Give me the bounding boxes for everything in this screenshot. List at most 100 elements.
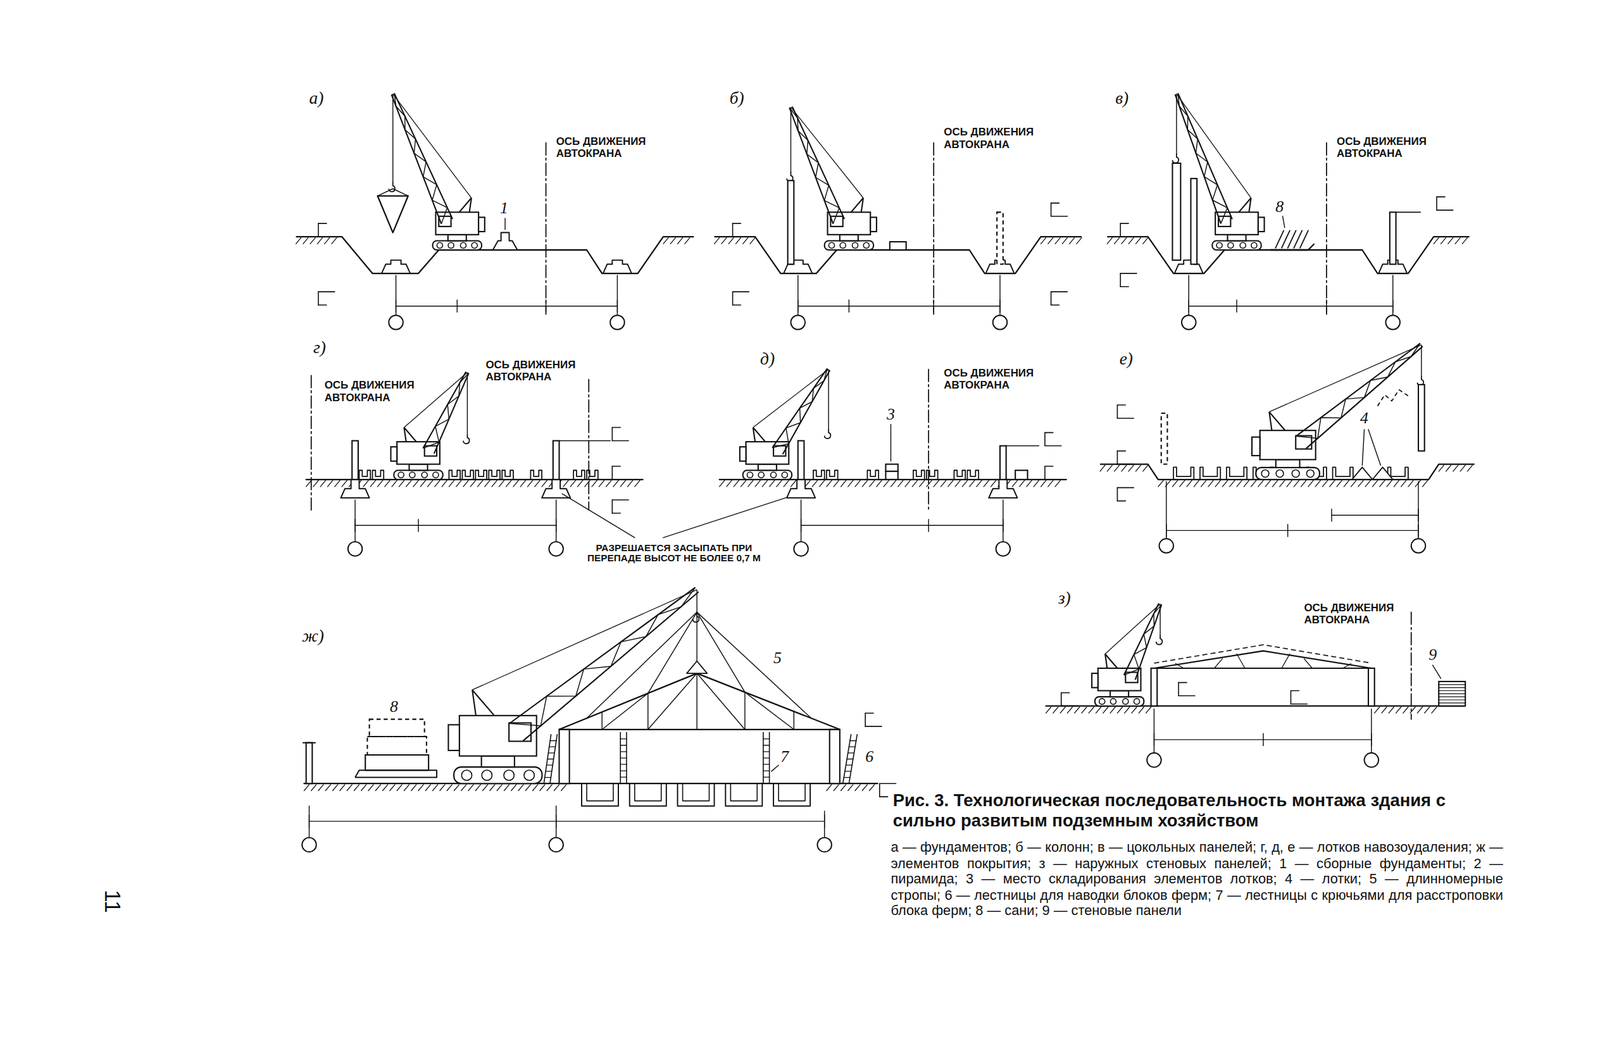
- crane-part: [1105, 603, 1161, 654]
- underground-tray: [682, 783, 710, 801]
- grid-axis-line: [555, 500, 557, 542]
- dimension-line: [1188, 305, 1393, 307]
- column-cap: [303, 742, 316, 744]
- elevation-mark: [612, 500, 614, 514]
- ladder-with-hooks: [620, 770, 627, 771]
- ground-hatch: [1186, 480, 1192, 487]
- ground-hatch: [577, 480, 583, 487]
- dimension-tick: [1262, 733, 1264, 746]
- elevation-mark: [732, 291, 734, 306]
- ground-hatch: [1135, 465, 1141, 472]
- ground-hatch: [1258, 480, 1264, 487]
- crane-part: [1099, 698, 1106, 705]
- ground-hatch: [848, 480, 854, 487]
- crane-part: [1105, 653, 1118, 669]
- grid-axis-bubble: [610, 315, 625, 330]
- elevation-mark: [1290, 703, 1307, 706]
- grid-axis-bubble: [817, 837, 832, 853]
- truss-web: [1236, 653, 1245, 669]
- axis-label: ОСЬ ДВИЖЕНИЯ АВТОКРАНА: [485, 359, 584, 383]
- guide-ladder: [844, 770, 852, 772]
- elevation-mark: [1119, 273, 1121, 287]
- ground-hatch: [1460, 465, 1466, 472]
- truss-web: [1214, 658, 1223, 669]
- ground-hatch: [1131, 706, 1137, 714]
- level-line: [559, 440, 611, 442]
- ground-hatch: [418, 784, 424, 792]
- guide-ladder: [546, 765, 554, 766]
- tray-element-moving: [1377, 389, 1409, 407]
- crane-part: [1255, 467, 1320, 480]
- ground-hatch: [663, 237, 669, 245]
- elevation-mark: [1051, 304, 1060, 306]
- ground-hatch: [855, 480, 861, 487]
- crane-part: [839, 242, 846, 249]
- crane-part: [782, 370, 830, 455]
- crane-part: [753, 427, 766, 443]
- ground-hatch: [750, 237, 756, 245]
- column: [1190, 178, 1197, 264]
- ground-hatch: [389, 784, 395, 792]
- elevation-mark: [1044, 466, 1046, 480]
- material-block: [889, 241, 907, 250]
- ground-hatch: [1379, 480, 1385, 487]
- crane-boom-lattice: [422, 373, 469, 449]
- crane-part: [481, 756, 515, 768]
- guide-ladder: [549, 746, 556, 748]
- ground-hatch: [1033, 480, 1039, 487]
- dimension-tick: [308, 815, 310, 828]
- ground-hatch: [883, 480, 889, 487]
- manure-tray: [530, 470, 542, 480]
- grid-axis-bubble: [1364, 753, 1380, 768]
- wall-panel-stack: [1438, 687, 1466, 688]
- ground-hatch: [898, 480, 904, 487]
- wall-panel-stack: [1438, 684, 1466, 685]
- elevation-mark: [317, 291, 319, 306]
- ground-hatch: [862, 784, 868, 792]
- crane-part: [1238, 198, 1251, 213]
- manure-tray: [1200, 467, 1221, 480]
- elevation-mark: [879, 782, 897, 785]
- crawler-crane: [1172, 93, 1264, 250]
- ground-hatch: [684, 237, 690, 245]
- elevation-mark: [1178, 695, 1195, 697]
- foundation-block: [381, 260, 411, 274]
- dimension-tick: [1370, 733, 1372, 746]
- elevation-mark: [1060, 693, 1063, 707]
- grid-axis-bubble: [1411, 538, 1426, 554]
- ground-hatch: [1158, 480, 1164, 487]
- grid-axis-line: [1370, 709, 1372, 754]
- ground-hatch: [539, 784, 545, 792]
- ground-hatch: [1121, 237, 1127, 245]
- elevation-mark: [1117, 463, 1134, 466]
- ground-hatch: [1121, 465, 1127, 472]
- crane-part: [1212, 240, 1261, 250]
- crane-part: [1177, 93, 1233, 219]
- ground-hatch: [1040, 480, 1046, 487]
- elevation-mark: [1050, 203, 1052, 217]
- material-block: [1015, 470, 1028, 480]
- panel-letter: д): [760, 350, 775, 369]
- crane-part: [432, 240, 482, 250]
- crane-part: [781, 472, 788, 478]
- axis-label: ОСЬ ДВИЖЕНИЯ АВТОКРАНА: [943, 126, 1042, 150]
- crane-part: [396, 441, 440, 464]
- truss-web: [793, 711, 795, 730]
- ground-hatch: [634, 480, 640, 487]
- ground-hatch: [325, 784, 331, 792]
- ground-hatch: [1265, 480, 1271, 487]
- crane-part: [392, 93, 394, 182]
- elevation-mark: [1051, 215, 1068, 218]
- crane-part: [1268, 412, 1285, 431]
- crane-part: [828, 242, 835, 249]
- dimension-line: [1331, 514, 1419, 516]
- ground-hatch: [1440, 237, 1446, 245]
- ground-hatch: [948, 480, 954, 487]
- ground-hatch: [670, 237, 676, 245]
- leader-line: [890, 424, 892, 462]
- crane-boom-lattice: [772, 368, 828, 448]
- elevation-mark: [1290, 690, 1299, 692]
- crane-axis-line: [1325, 143, 1328, 315]
- manure-tray: [462, 470, 474, 480]
